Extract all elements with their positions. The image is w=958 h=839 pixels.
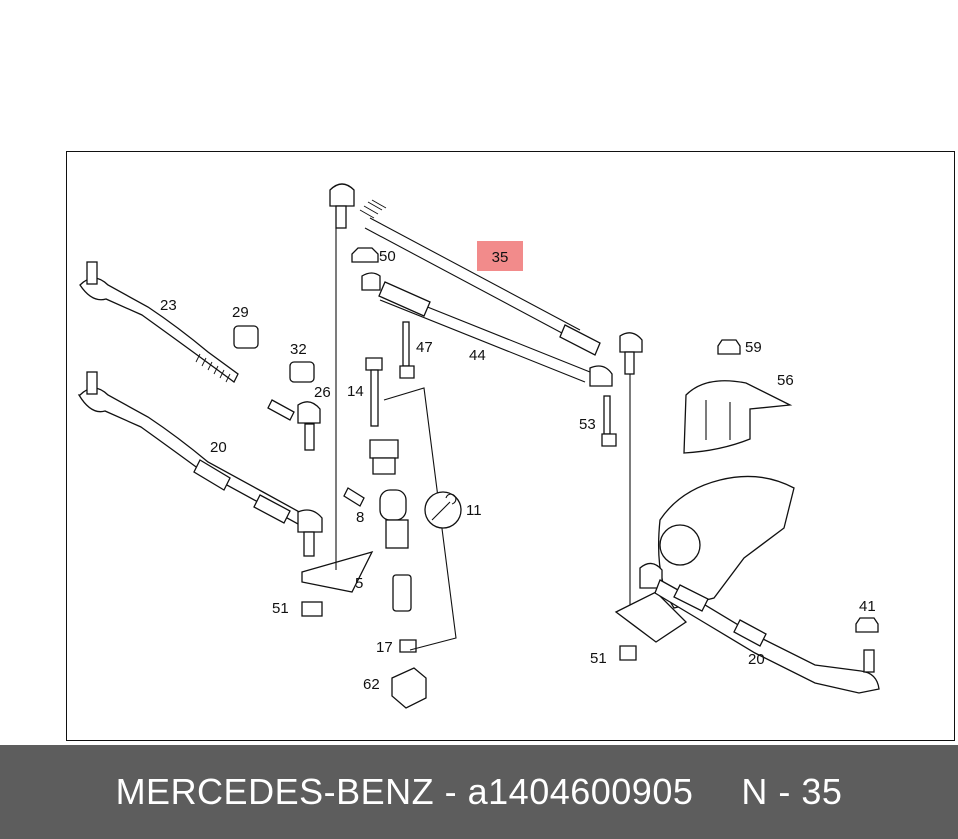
callout-8: 8 — [356, 509, 364, 526]
callout-35: 35 — [492, 249, 509, 266]
callout-56: 56 — [777, 372, 794, 389]
callout-23: 23 — [160, 297, 177, 314]
callout-51-right: 51 — [590, 650, 607, 667]
wrench-icon — [424, 491, 462, 529]
callout-11: 11 — [466, 502, 482, 519]
callout-50: 50 — [379, 248, 396, 265]
tie-rod-20-left — [77, 371, 323, 557]
callout-17: 17 — [376, 639, 393, 656]
shield-56 — [683, 380, 793, 454]
footer-separator: - — [444, 771, 458, 812]
callout-14: 14 — [347, 383, 364, 400]
callout-47: 47 — [416, 339, 433, 356]
callout-44: 44 — [469, 347, 486, 364]
callout-29: 29 — [232, 304, 249, 321]
callout-32: 32 — [290, 341, 307, 358]
callout-26: 26 — [314, 384, 331, 401]
part-info-footer: MERCEDES-BENZ - a1404600905 N - 35 — [0, 745, 958, 839]
callout-62: 62 — [363, 676, 380, 693]
brand-name: MERCEDES-BENZ — [115, 771, 435, 812]
callout-59: 59 — [745, 339, 762, 356]
center-tie-rod — [329, 183, 643, 375]
tie-rod-23 — [79, 261, 239, 383]
steering-box — [614, 475, 795, 643]
callout-51-left: 51 — [272, 600, 289, 617]
callout-5: 5 — [355, 575, 363, 592]
tie-rod-20-right — [654, 579, 880, 694]
diagram-position: N - 35 — [741, 771, 843, 812]
callout-53: 53 — [579, 416, 596, 433]
part-number: a1404600905 — [467, 771, 694, 812]
callout-20-right: 20 — [748, 651, 765, 668]
callout-20-left: 20 — [210, 439, 227, 456]
callout-41: 41 — [859, 598, 876, 615]
parts-diagram: 35 50 23 29 32 47 44 26 14 59 56 53 20 1… — [77, 183, 880, 709]
highlight-box — [477, 241, 523, 271]
drag-link — [361, 272, 613, 387]
